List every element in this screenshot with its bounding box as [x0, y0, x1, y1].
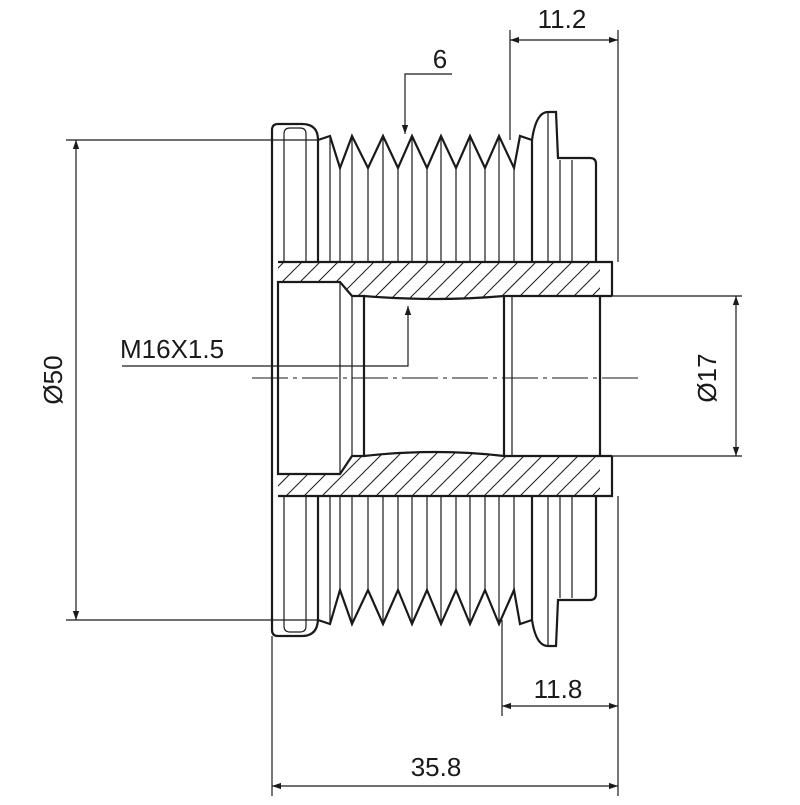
hatch-line	[379, 452, 451, 496]
dim-outer-diameter: Ø50	[38, 355, 68, 404]
hatch-line	[433, 262, 495, 299]
hatch-line	[200, 250, 260, 310]
left-cap-bottom	[270, 496, 320, 638]
hatch-line	[325, 452, 397, 496]
hatch-line	[559, 452, 600, 496]
hatch-line	[614, 440, 684, 510]
flange-bottom-lines	[547, 496, 573, 646]
hatch-bottom	[200, 440, 756, 510]
hatch-line	[289, 262, 351, 299]
hatch-line	[632, 440, 702, 510]
dim-flange-width: 11.2	[538, 4, 587, 34]
flange-top	[530, 110, 598, 262]
hatch-line	[559, 262, 600, 299]
left-cap-top	[270, 122, 320, 262]
hatch-top	[200, 250, 746, 310]
hatch-line	[397, 452, 469, 496]
hatch-line	[650, 250, 710, 310]
rib-lines-bottom	[329, 496, 515, 624]
dimension-35-8: 35.8	[271, 636, 619, 796]
hatch-line	[343, 262, 405, 299]
hatch-line	[307, 452, 379, 496]
hatch-line	[200, 440, 270, 510]
hatch-line	[343, 452, 415, 496]
bore-outer	[278, 260, 614, 498]
bore-steps	[502, 296, 602, 456]
hatch-line	[469, 452, 541, 496]
rib-lines-top	[329, 136, 515, 262]
hatch-line	[278, 262, 333, 299]
hatch-line	[668, 440, 738, 510]
hatch-line	[686, 250, 746, 310]
dim-overall-length: 35.8	[411, 752, 462, 782]
hatch-line	[505, 262, 567, 299]
hatch-line	[668, 250, 728, 310]
flange-top-lines	[547, 112, 573, 262]
hatch-line	[541, 452, 600, 496]
hatch-line	[433, 452, 505, 496]
hatch-line	[541, 262, 600, 299]
ribs-bottom	[317, 586, 533, 627]
hatch-line	[505, 452, 577, 496]
hatch-line	[469, 262, 531, 299]
hatch-line	[278, 452, 343, 496]
hatch-line	[487, 452, 559, 496]
hatch-line	[278, 452, 325, 496]
ribs-top	[317, 133, 533, 172]
hatch-line	[451, 262, 513, 299]
bore-edges	[339, 282, 513, 474]
hatch-line	[523, 262, 585, 299]
hatch-line	[361, 452, 433, 496]
hatch-line	[451, 452, 523, 496]
hatch-line	[325, 262, 387, 299]
dim-thread: M16X1.5	[120, 334, 224, 364]
left-cap-bottom-groove	[283, 496, 307, 633]
dimension-thread: M16X1.5	[120, 306, 412, 367]
dim-rib-count: 6	[433, 44, 447, 74]
dimension-17: Ø17	[612, 295, 742, 457]
hatch-line	[289, 452, 361, 496]
dimension-50: Ø50	[38, 139, 318, 621]
hatch-line	[307, 262, 369, 299]
hatch-line	[650, 440, 720, 510]
dim-hub-width: 11.8	[534, 674, 583, 704]
hatch-line	[632, 250, 692, 310]
dimension-6: 6	[401, 44, 452, 134]
hatch-line	[595, 262, 600, 299]
pulley-body	[200, 110, 756, 648]
hatch-line	[686, 440, 756, 510]
hatch-line	[415, 452, 487, 496]
dimension-11-2: 11.2	[509, 4, 619, 262]
hatch-line	[415, 262, 477, 299]
left-cap-top-groove	[283, 127, 307, 262]
flange-bottom	[530, 496, 598, 648]
hatch-line	[614, 250, 674, 310]
dimension-11-8: 11.8	[501, 496, 619, 716]
hatch-line	[487, 262, 549, 299]
hatch-line	[278, 262, 315, 299]
hatch-line	[595, 452, 600, 496]
inner-bore	[363, 294, 612, 458]
hatch-line	[278, 262, 297, 299]
hatch-line	[577, 262, 600, 299]
hatch-line	[379, 262, 441, 299]
hatch-line	[397, 262, 459, 299]
hatch-line	[361, 262, 423, 299]
dim-bore-diameter: Ø17	[692, 353, 722, 402]
hatch-line	[278, 262, 279, 299]
hatch-line	[523, 452, 595, 496]
